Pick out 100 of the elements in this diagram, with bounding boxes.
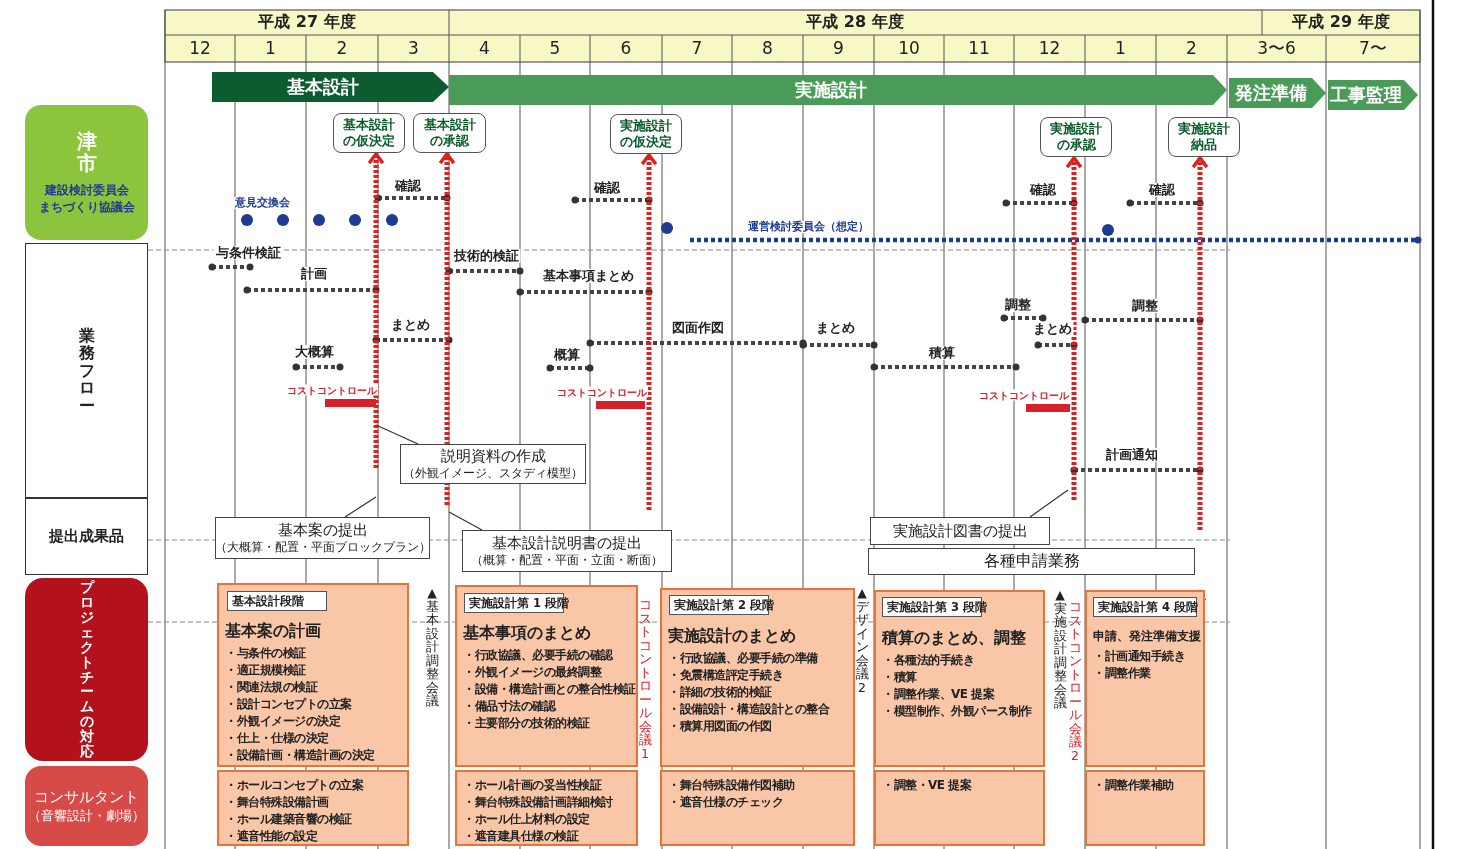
callout-note: （外観イメージ、スタディ模型） [403,466,583,481]
task-item: ・遮音仕様のチェック [668,794,784,811]
meeting-label: ▲実施設計調整会議 [1053,588,1067,710]
consultant-box [217,770,409,846]
leader-line [448,511,483,531]
task-label: 計画通知 [1104,447,1160,463]
callout-note: （大概算・配置・平面ブロックプラン） [214,540,431,555]
meeting-label: ▲基本設計調整会議 [425,586,439,708]
task-item: ・設計コンセプトの立案 [225,696,353,713]
row-heading: （音響設計・劇場） [28,806,145,825]
leader-line [375,424,419,445]
year-label: 平成 29 年度 [1292,13,1390,31]
task-item: ・免震構造評定手続き [668,667,784,684]
task-item: ・設備計画・構造計画の決定 [225,747,376,764]
task-item: ・行政協議、必要手続の準備 [668,650,819,667]
phase-banner [449,75,1227,105]
task-item: ・模型制作、外観パース制作 [882,703,1033,720]
milestone-box [1168,117,1240,157]
phase-banner [1328,80,1418,110]
arrow [1065,156,1083,500]
task-item: ・適正規模検証 [225,662,307,679]
task-label: 確認 [1147,182,1177,198]
task-label: 基本事項まとめ [540,268,636,284]
callout-title: 基本案の提出 [277,521,368,540]
task-label: 確認 [592,180,622,196]
task-label: 積算 [927,345,957,361]
stage-tag [1093,597,1197,617]
task-label: 調整 [1130,298,1160,314]
month-label: 7〜 [1359,38,1387,58]
month-label: 3 [408,38,419,58]
task-item: ・ホール仕上材料の設定 [463,811,591,828]
consultant-box [455,770,638,846]
task-item: ・積算 [882,669,918,686]
task-item: ・舞台特殊設備計画 [225,794,330,811]
stage-title: 実施設計のまとめ [668,626,797,647]
stage-title: 申請、発注準備支援 [1093,628,1199,645]
meeting-label: 意見交換会 [232,196,292,210]
row-header-box [25,498,148,575]
task-item: ・外観イメージの最終調整 [463,664,603,681]
task-label: 計画 [299,266,329,282]
callout-box [400,444,586,484]
row-heading: 提出成果品 [49,527,124,546]
row-heading: プロジェクトチームの対応 [79,580,94,759]
milestone-label: 基本設計の承認 [422,117,477,149]
meeting-label: コストコントロール会議1 [638,598,652,760]
row-heading: 業務フロー [77,326,96,415]
callout-box [462,530,672,572]
month-label: 6 [620,38,632,58]
consultant-box [874,770,1045,846]
task-label: 与条件検証 [213,245,283,261]
month-label: 5 [549,38,561,58]
task-label: 確認 [393,178,423,194]
task-item: ・外観イメージの決定 [225,713,342,730]
milestone-box [610,114,682,154]
meeting-label: コストコントロール会議2 [1068,600,1082,762]
task-item: ・仕上・仕様の決定 [225,730,330,747]
phase-label: 実施設計 [795,78,867,102]
task-item: ・備品寸法の確認 [463,698,557,715]
cost-control-label: コストコントロール [286,384,378,396]
task-item: ・遮音性能の設定 [225,828,319,845]
month-label: 7 [691,38,703,58]
task-item: ・主要部分の技術的検証 [463,715,591,732]
arrow [367,152,385,468]
phase-banner [212,72,449,102]
task-item: ・舞台特殊設備作図補助 [668,777,796,794]
stage-name: 基本設計段階 [232,593,304,609]
stage-title: 積算のまとめ、調整 [882,628,1027,649]
task-label: 大概算 [292,344,336,360]
task-label: 確認 [1028,182,1058,198]
month-label: 2 [336,38,348,58]
row-header-box [25,243,148,498]
month-label: 3〜6 [1257,38,1296,58]
task-item: ・調整作業 [1093,665,1152,682]
arrow [640,153,658,510]
milestone-label: 実施設計の承認 [1049,121,1103,153]
task-item: ・計画通知手続き [1093,648,1186,665]
committee-name: まちづくり協議会 [38,198,135,216]
phase-banner [1229,78,1326,108]
task-label: 技術的検証 [451,248,521,264]
committee-name: 建設検討委員会 [44,181,129,199]
leader-line [1029,489,1069,518]
stage-box [217,583,409,767]
meeting-label: ▲デザイン会議2 [855,586,869,694]
month-label: 11 [968,38,990,58]
stage-title: 基本案の計画 [225,621,322,642]
task-item: ・各種法的手続き [882,652,975,669]
task-item: ・設備設計・構造設計との整合 [668,701,831,718]
consultant-box [1085,770,1205,846]
row-header-box [25,766,148,846]
task-item: ・遮音建具仕様の検証 [463,828,580,845]
task-item: ・行政協議、必要手続の確認 [463,647,614,664]
month-label: 12 [189,38,211,58]
month-label: 1 [1115,38,1126,58]
stage-box [874,590,1045,767]
task-label: 調整 [1003,297,1033,313]
phase-label: 工事監理 [1330,83,1402,107]
month-label: 8 [762,38,773,58]
month-label: 4 [479,38,490,58]
milestone-box [333,113,405,153]
month-label: 10 [898,38,920,58]
